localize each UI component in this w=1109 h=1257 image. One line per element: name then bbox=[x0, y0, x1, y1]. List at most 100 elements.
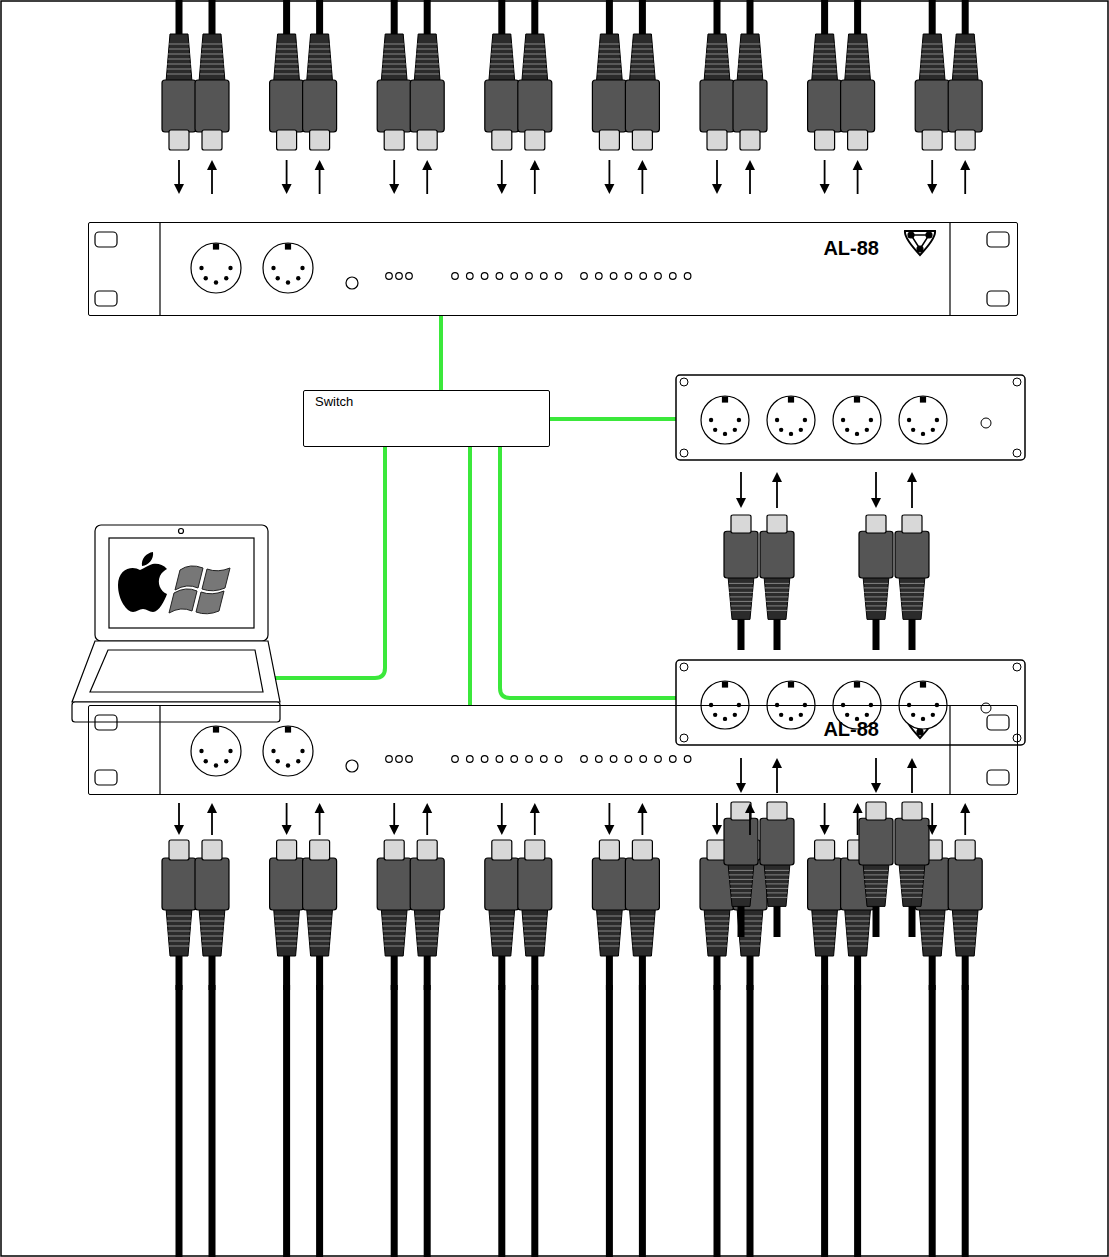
din-pin bbox=[855, 432, 859, 436]
signal-arrow bbox=[642, 167, 644, 194]
din-socket bbox=[214, 244, 219, 249]
din-pin bbox=[199, 266, 203, 270]
signal-arrow bbox=[960, 803, 970, 813]
din-pin bbox=[865, 713, 869, 717]
din-socket bbox=[767, 396, 815, 444]
led bbox=[481, 756, 488, 763]
led bbox=[467, 273, 474, 280]
din-pin bbox=[224, 759, 228, 763]
led bbox=[511, 756, 518, 763]
din-pin bbox=[799, 428, 803, 432]
din-pin bbox=[911, 428, 915, 432]
model-name: AL-88 bbox=[823, 237, 879, 260]
din-pin bbox=[907, 418, 911, 422]
midi-plug bbox=[195, 840, 229, 990]
midi-cable bbox=[424, 985, 431, 1257]
signal-arrow bbox=[530, 803, 540, 813]
rack-ear bbox=[949, 705, 950, 795]
rack-slot bbox=[95, 232, 117, 247]
signal-arrow bbox=[286, 160, 288, 187]
midi-cable bbox=[854, 985, 861, 1257]
signal-arrow bbox=[772, 472, 782, 482]
signal-arrow bbox=[745, 160, 755, 170]
led bbox=[541, 273, 548, 280]
signal-arrow bbox=[497, 825, 507, 835]
signal-arrow bbox=[857, 167, 859, 194]
din-socket bbox=[855, 397, 860, 402]
led bbox=[640, 273, 647, 280]
din-socket bbox=[789, 682, 794, 687]
signal-arrow bbox=[497, 184, 507, 194]
signal-arrow bbox=[174, 184, 184, 194]
led bbox=[452, 756, 459, 763]
model-name: AL-88 bbox=[823, 718, 879, 741]
signal-arrow bbox=[871, 498, 881, 508]
rack-slot bbox=[987, 715, 1009, 730]
rack-slot bbox=[987, 291, 1009, 306]
signal-arrow bbox=[736, 783, 746, 793]
led bbox=[511, 273, 518, 280]
din-pin bbox=[204, 276, 208, 280]
signal-arrow bbox=[772, 758, 782, 768]
midi-plug bbox=[377, 0, 411, 150]
din-pin bbox=[733, 713, 737, 717]
signal-arrow bbox=[749, 167, 751, 194]
led bbox=[670, 273, 677, 280]
midi-plug bbox=[303, 840, 337, 990]
midi-plug bbox=[592, 0, 626, 150]
din-pin bbox=[214, 763, 218, 767]
led bbox=[496, 273, 503, 280]
midi-plug bbox=[162, 840, 196, 990]
signal-arrow bbox=[422, 803, 432, 813]
signal-arrow bbox=[286, 803, 288, 828]
signal-arrow bbox=[853, 160, 863, 170]
din-socket bbox=[855, 682, 860, 687]
din-pin bbox=[204, 759, 208, 763]
signal-arrow bbox=[422, 160, 432, 170]
midi-plug bbox=[859, 802, 893, 937]
din-pin bbox=[713, 428, 717, 432]
din-pin bbox=[286, 280, 290, 284]
din-pin bbox=[271, 266, 275, 270]
led bbox=[526, 756, 533, 763]
midi-plug bbox=[485, 840, 519, 990]
rack-unit: AL-88 bbox=[88, 705, 1018, 795]
brand-logo bbox=[926, 232, 932, 238]
led bbox=[386, 273, 393, 280]
led bbox=[406, 756, 413, 763]
signal-arrow bbox=[389, 184, 399, 194]
din-pin bbox=[845, 428, 849, 432]
midi-plug bbox=[760, 802, 794, 937]
din-socket bbox=[899, 396, 947, 444]
midi-plug bbox=[895, 802, 929, 937]
din-socket bbox=[723, 397, 728, 402]
midi-plug bbox=[895, 515, 929, 650]
led bbox=[625, 273, 632, 280]
led bbox=[452, 273, 459, 280]
din-pin bbox=[199, 749, 203, 753]
midi-plug bbox=[485, 0, 519, 150]
signal-arrow bbox=[207, 160, 217, 170]
signal-arrow bbox=[604, 825, 614, 835]
led bbox=[467, 756, 474, 763]
signal-arrow bbox=[907, 472, 917, 482]
midi-plug bbox=[625, 840, 659, 990]
midi-plug bbox=[859, 515, 893, 650]
signal-arrow bbox=[319, 810, 321, 835]
signal-arrow bbox=[389, 825, 399, 835]
signal-arrow bbox=[319, 167, 321, 194]
led bbox=[655, 756, 662, 763]
ethernet-cable bbox=[439, 316, 443, 390]
din-pin bbox=[869, 418, 873, 422]
din-socket bbox=[921, 397, 926, 402]
din-pin bbox=[911, 713, 915, 717]
brand-logo bbox=[905, 231, 935, 255]
din-pin bbox=[709, 418, 713, 422]
signal-arrow bbox=[907, 758, 917, 768]
midi-cable bbox=[283, 985, 290, 1257]
signal-arrow bbox=[534, 167, 536, 194]
din-pin bbox=[723, 717, 727, 721]
led bbox=[555, 756, 562, 763]
led bbox=[346, 277, 358, 289]
